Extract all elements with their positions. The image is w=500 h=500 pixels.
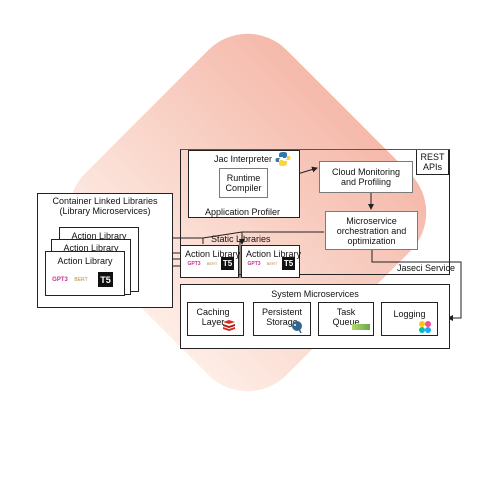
container-action-library-2-label: Action Library (63, 243, 119, 253)
rest-label: REST (420, 152, 445, 162)
jac-interpreter-label: Jac Interpreter (214, 154, 273, 164)
rest-apis-box: REST APIs (416, 149, 449, 175)
t5-logo-icon: T5 (221, 257, 234, 270)
orchestration-line1: Microservice (346, 215, 397, 226)
task-queue-label: Task Queue (319, 307, 373, 327)
apis-label: APIs (422, 162, 442, 172)
postgres-icon (292, 321, 302, 333)
caching-line2: Layer (201, 317, 225, 327)
persistent-line1: Persistent (261, 307, 303, 317)
runtime-compiler-box: Runtime Compiler (219, 168, 268, 198)
elastic-icon (419, 321, 431, 333)
t5-logo-icon: T5 (98, 272, 113, 287)
microservice-orchestration-box: Microservice orchestration and optimizat… (325, 211, 418, 250)
orchestration-line2: orchestration and (336, 225, 407, 236)
bert-logo-icon: BERT (74, 277, 88, 283)
container-linked-line2: (Library Microservices) (59, 206, 151, 216)
task-queue-icon (352, 324, 370, 330)
persistent-storage-box: Persistent Storage (253, 302, 311, 336)
container-linked-line1: Container Linked Libraries (52, 196, 158, 206)
gpt3-logo-icon: GPT3 (187, 261, 201, 267)
cloud-monitoring-line2: and Profiling (340, 177, 392, 187)
static-libraries-label: Static Libraries (211, 234, 271, 244)
redis-icon (223, 320, 235, 331)
bert-logo-icon: BERT (266, 261, 278, 266)
task-queue-box: Task Queue (318, 302, 374, 336)
container-action-library-1-label: Action Library (57, 256, 113, 266)
caching-line1: Caching (196, 307, 230, 317)
system-microservices-title: System Microservices (271, 289, 359, 299)
bert-logo-icon: BERT (206, 261, 218, 266)
task-queue-line2: Queue (332, 317, 360, 327)
logging-label: Logging (393, 309, 426, 319)
t5-logo-icon: T5 (282, 257, 295, 270)
cloud-monitoring-box: Cloud Monitoring and Profiling (319, 161, 413, 193)
caching-label: Caching Layer (188, 307, 238, 327)
jaseci-service-box (180, 149, 450, 275)
gpt3-logo-icon: GPT3 (247, 261, 261, 267)
container-action-library-1: Action Library (45, 251, 125, 296)
static-action-library-2-label: Action Library (246, 249, 302, 259)
static-action-library-1-label: Action Library (185, 249, 241, 259)
application-profiler-label: Application Profiler (205, 207, 281, 217)
container-action-library-3-label: Action Library (71, 231, 127, 241)
jaseci-service-label: Jaseci Service (397, 263, 456, 273)
runtime-label: Runtime (226, 173, 261, 183)
orchestration-line3: optimization (347, 235, 396, 246)
python-logo-icon (275, 152, 291, 166)
caching-layer-box: Caching Layer (187, 302, 244, 336)
compiler-label: Compiler (225, 183, 262, 193)
container-linked-title: Container Linked Libraries (Library Micr… (37, 196, 173, 216)
persistent-line2: Storage (266, 317, 298, 327)
task-queue-line1: Task (336, 307, 356, 317)
cloud-monitoring-line1: Cloud Monitoring (331, 167, 401, 177)
static-action-library-1: Action Library (180, 245, 241, 278)
persistent-label: Persistent Storage (254, 307, 310, 327)
gpt3-logo-icon: GPT3 (52, 277, 68, 283)
